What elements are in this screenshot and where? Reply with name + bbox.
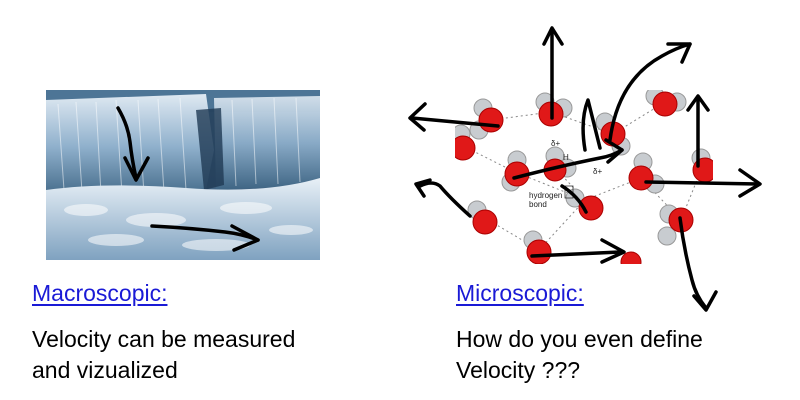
delta-plus-label: δ+ (551, 139, 560, 148)
waterfall-photo (46, 90, 320, 260)
delta-plus-label-2: δ+ (593, 167, 602, 176)
hbond-label-line2: bond (529, 200, 547, 209)
water-molecules-diagram: δ+ H δ+ hydrogen bond (455, 90, 713, 264)
macroscopic-description: Velocity can be measured and vizualized (32, 324, 295, 386)
microscopic-line-1: How do you even define (456, 326, 703, 352)
water-molecule-5 (455, 124, 476, 161)
h-atom-label: H (563, 153, 569, 162)
microscopic-heading: Microscopic: (456, 280, 584, 306)
macroscopic-heading: Macroscopic: (32, 280, 168, 306)
hbond-label-line1: hydrogen (529, 191, 562, 200)
microscopic-line-2: Velocity ??? (456, 357, 581, 383)
water-molecule-11 (467, 200, 498, 235)
microscopic-description: How do you even define Velocity ??? (456, 324, 703, 386)
macroscopic-line-2: and vizualized (32, 357, 178, 383)
macroscopic-line-1: Velocity can be measured (32, 326, 296, 352)
